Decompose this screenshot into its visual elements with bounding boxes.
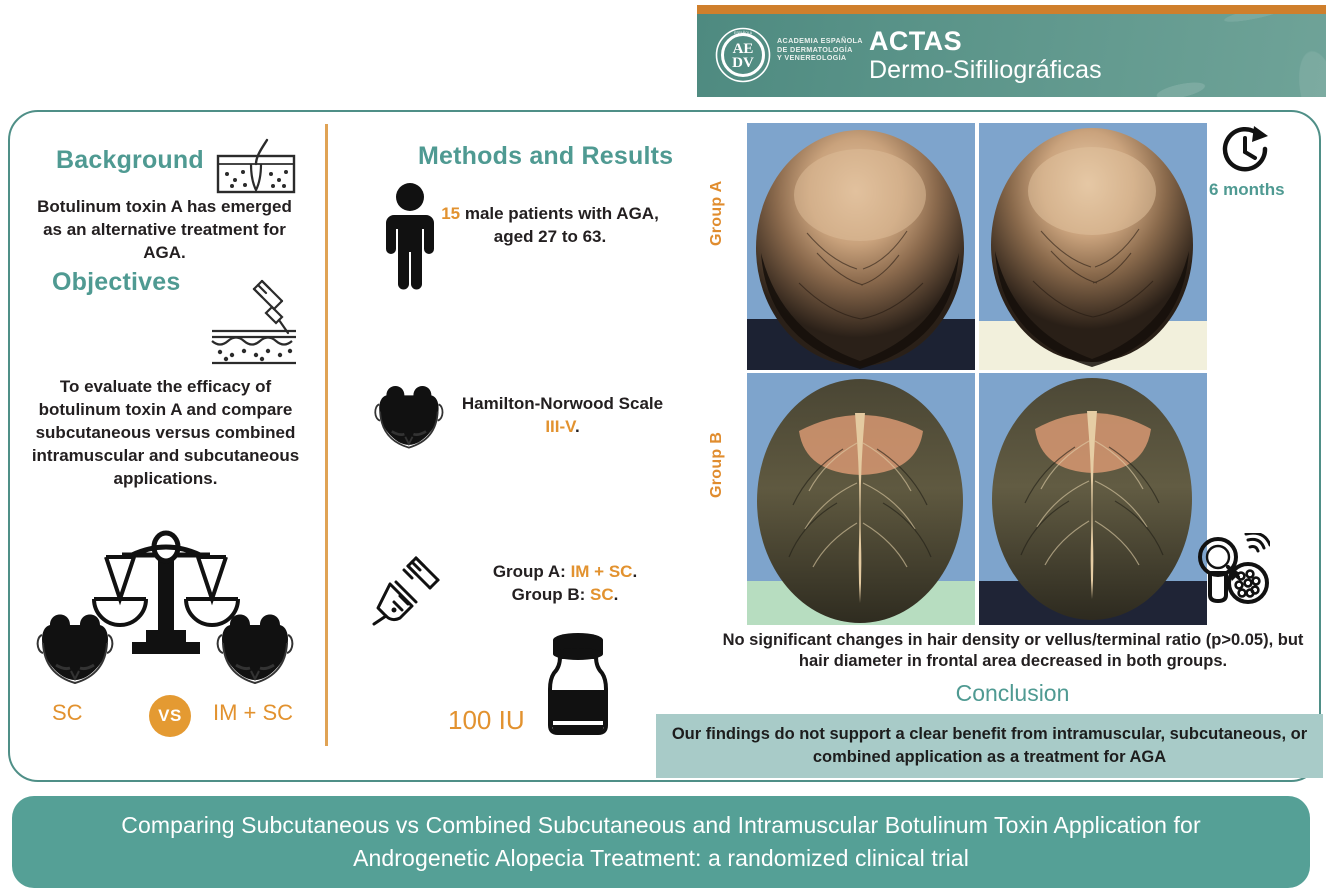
- hamilton-norwood-period: .: [574, 417, 580, 436]
- injection-into-skin-icon: [210, 275, 298, 372]
- patients-text-row: 15 male patients with AGA, aged 27 to 63…: [425, 202, 675, 248]
- aedv-logo-icon: AE DV ESPAÑOLA: [715, 27, 771, 83]
- group-b-value: SC: [590, 585, 614, 604]
- results-summary-text: No significant changes in hair density o…: [722, 631, 1304, 670]
- article-title-banner: Comparing Subcutaneous vs Combined Subcu…: [12, 796, 1310, 888]
- arm-label-sc: SC: [52, 700, 83, 725]
- conclusion-heading: Conclusion: [700, 680, 1325, 707]
- journal-header-banner: AE DV ESPAÑOLA ACADEMIA ESPAÑOLA DE DERM…: [697, 5, 1326, 97]
- background-text: Botulinum toxin A has emerged as an alte…: [37, 197, 292, 262]
- syringe-icon: [370, 552, 444, 631]
- right-column: Group A Group B: [656, 118, 1325, 778]
- objectives-heading: Objectives: [52, 268, 181, 296]
- dose-label: 100 IU: [448, 705, 525, 735]
- group-a-prefix: Group A:: [492, 562, 571, 581]
- methods-results-heading: Methods and Results: [418, 142, 674, 170]
- followup-duration-label: 6 months: [1209, 180, 1285, 199]
- hamilton-norwood-label: Hamilton-Norwood Scale: [461, 394, 664, 413]
- group-b-period: .: [613, 585, 619, 604]
- column-divider: [325, 124, 328, 746]
- group-a-photo-label: Group A: [708, 180, 725, 247]
- group-b-row: Group B: SC.: [450, 583, 680, 606]
- middle-column: Methods and Results 15 male patients wit…: [340, 120, 690, 770]
- arm-label-im-sc: IM + SC: [213, 700, 294, 725]
- aedv-academy-name: ACADEMIA ESPAÑOLA DE DERMATOLOGÍA Y VENE…: [777, 36, 863, 63]
- balding-head-icon: [372, 378, 444, 461]
- patient-person-icon: [382, 182, 438, 297]
- hair-follicle-skin-icon: [215, 138, 297, 201]
- conclusion-heading-text: Conclusion: [955, 680, 1070, 706]
- group-b-prefix: Group B:: [511, 585, 591, 604]
- objectives-text: To evaluate the efficacy of botulinum to…: [31, 377, 300, 488]
- photo-group-a-6-months: [979, 123, 1207, 370]
- svg-text:DV: DV: [732, 55, 754, 71]
- group-b-photo-label: Group B: [708, 431, 725, 498]
- left-column: Background Botulinum toxin A has emerged…: [10, 120, 315, 770]
- conclusion-text: Our findings do not support a clear bene…: [671, 725, 1308, 766]
- photo-group-b-6-months: [979, 373, 1207, 625]
- clock-icon: [1216, 122, 1274, 185]
- group-a-period: .: [632, 562, 638, 581]
- academy-line-1: ACADEMIA ESPAÑOLA: [777, 36, 863, 45]
- journal-title: ACTAS Dermo-Sifiliográficas: [869, 27, 1102, 85]
- photo-group-a-baseline: [747, 123, 975, 370]
- journal-title-subtitle: Dermo-Sifiliográficas: [869, 56, 1102, 84]
- academy-line-3: Y VENEREOLOGÍA: [777, 53, 847, 63]
- patients-description: male patients with AGA, aged 27 to 63.: [460, 204, 659, 246]
- balance-scale-comparison: [28, 525, 303, 700]
- svg-text:AE: AE: [733, 41, 754, 57]
- academy-line-2: DE DERMATOLOGÍA: [777, 44, 853, 54]
- journal-title-actas: ACTAS: [869, 26, 962, 56]
- hamilton-norwood-row: Hamilton-Norwood Scale III-V.: [450, 392, 675, 438]
- conclusion-box: Our findings do not support a clear bene…: [656, 714, 1323, 778]
- svg-text:ESPAÑOLA: ESPAÑOLA: [734, 30, 753, 35]
- trichoscope-icon: [1192, 531, 1272, 614]
- hamilton-norwood-value: III-V: [545, 417, 575, 436]
- group-assignment-rows: Group A: IM + SC. Group B: SC.: [450, 560, 680, 606]
- patients-count: 15: [441, 204, 461, 223]
- background-heading: Background: [56, 146, 204, 174]
- group-a-value: IM + SC: [570, 562, 633, 581]
- group-a-row: Group A: IM + SC.: [450, 560, 680, 583]
- journal-header-accent-bar: [697, 5, 1326, 14]
- article-title: Comparing Subcutaneous vs Combined Subcu…: [121, 812, 1201, 871]
- photo-group-b-baseline: [747, 373, 975, 625]
- vs-badge: VS: [149, 695, 191, 737]
- toxin-vial-icon: [540, 630, 616, 743]
